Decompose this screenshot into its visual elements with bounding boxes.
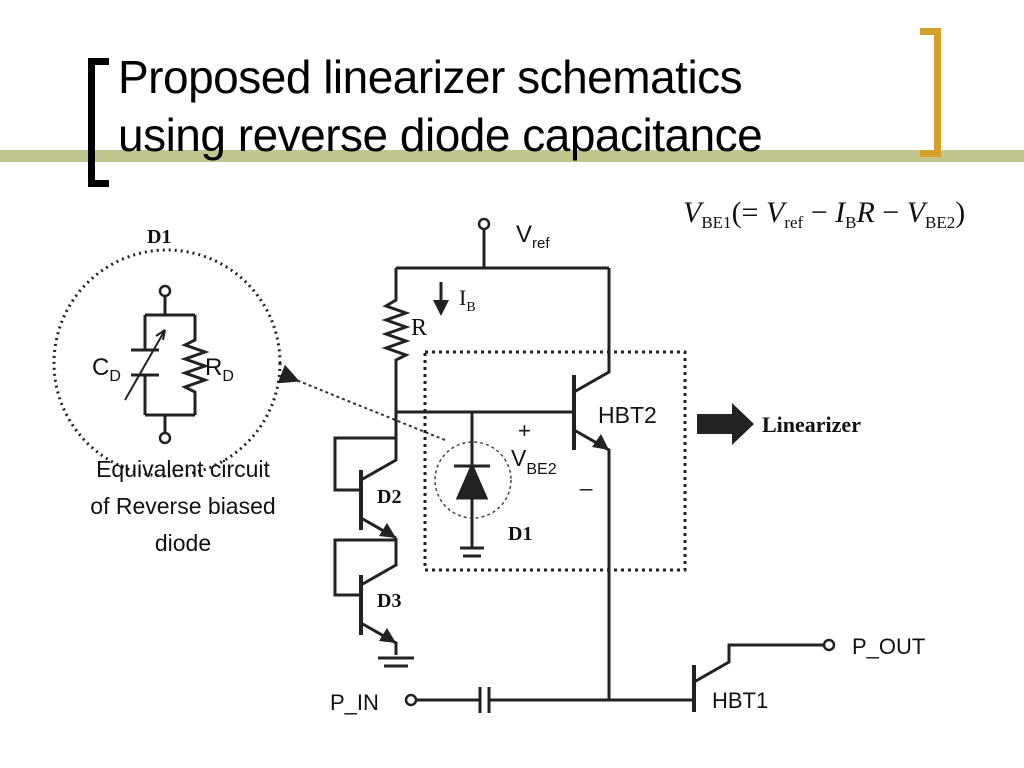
title-line-2: using reverse diode capacitance [118,109,763,161]
equivalent-circuit-inset: D1 CD RD Equivalent circuit of Reverse b… [52,226,282,556]
inset-capacitor [131,348,159,377]
d3-label: D3 [377,590,401,612]
right-bracket [920,28,941,157]
r-label: R [411,315,427,341]
plus-label: + [518,418,531,443]
inset-caption-1: Equivalent circuit [96,456,270,482]
ib-label: IB [459,285,476,315]
d3-emitter-arrow-icon [379,628,396,643]
equation: VBE1(= Vref − IBR − VBE2) [683,196,965,232]
title-accent-bar [0,150,1024,162]
d2-emitter-arrow-icon [379,523,396,538]
linearizer-dotted-box [423,350,687,572]
d2-label: D2 [377,486,401,508]
p-in-label: P_IN [330,690,379,715]
p-out-label: P_OUT [852,634,925,659]
d1-dotted-circle [434,441,512,519]
d1-label: D1 [508,523,532,545]
inset-dotted-circle [52,248,282,478]
hbt2-label: HBT2 [598,402,657,428]
ib-arrow-icon [433,300,449,316]
inset-caption-2: of Reverse biased [90,493,275,519]
linearizer-arrow-icon [697,403,754,445]
linearizer-label: Linearizer [762,412,861,437]
vbe2-label: VBE2 [511,445,557,478]
inset-res-label: RD [205,354,234,385]
inset-caption-3: diode [155,530,211,556]
inset-cap-label: CD [92,354,121,385]
inset-pointer-arrow [277,364,446,441]
resistor-r [381,268,411,412]
p-in-terminal [404,693,418,707]
inset-title: D1 [147,226,171,248]
title-line-1: Proposed linearizer schematics [118,51,743,103]
hbt2-emitter-arrow-icon [592,434,609,450]
vref-label: Vref [516,221,550,252]
slide-title: Proposed linearizer schematics using rev… [118,48,763,164]
p-out-terminal [822,638,836,652]
inset-resistor [180,315,210,415]
diode-triangle [455,462,489,500]
hbt1-label: HBT1 [712,688,768,713]
minus-label: _ [579,466,593,491]
diode-d1-icon [458,466,486,498]
inset-top-terminal [158,284,172,298]
inset-bottom-terminal [158,431,172,445]
left-bracket [88,58,109,187]
vref-terminal [477,217,491,231]
